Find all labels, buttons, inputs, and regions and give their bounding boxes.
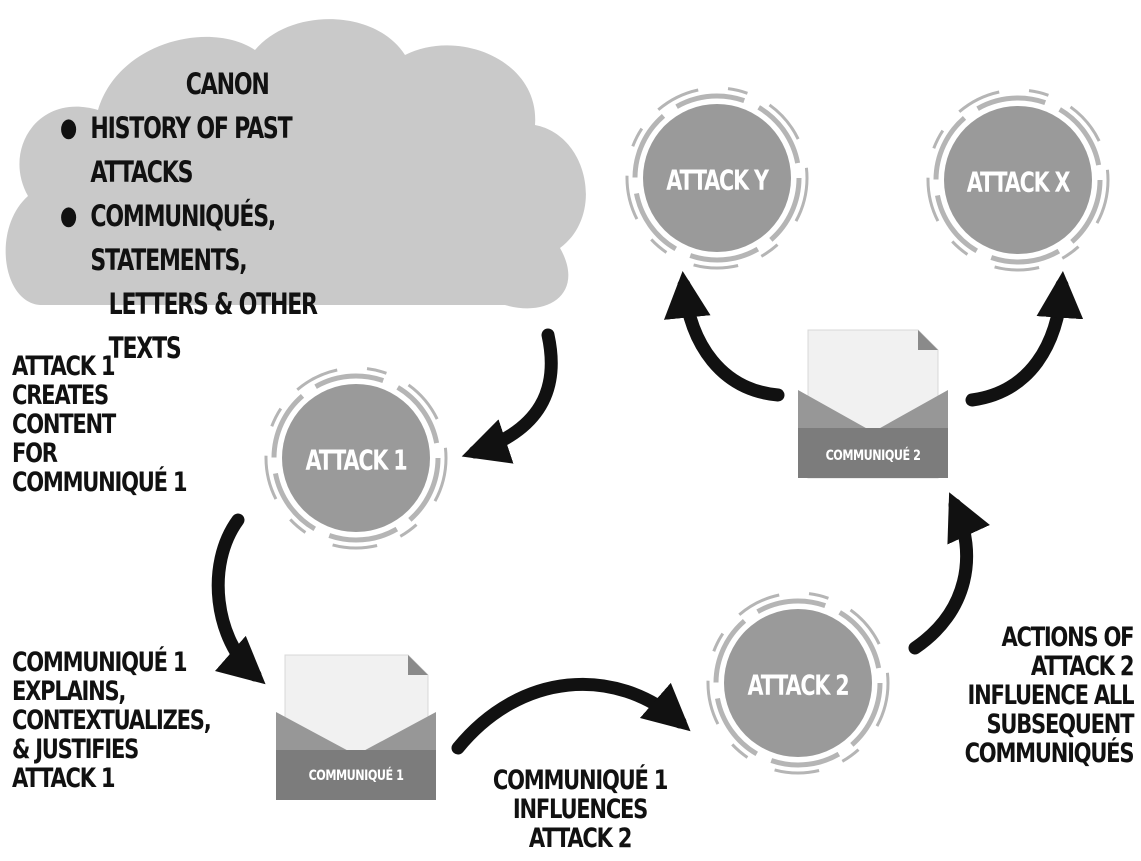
- annotation-communique-1-explains: COMMUNIQUÉ 1 EXPLAINS, CONTEXTUALIZES, &…: [12, 647, 212, 794]
- arrow-communique-2-to-attack-y: [663, 271, 785, 402]
- canon-item-1: ● HISTORY OF PAST ATTACKS: [60, 106, 379, 194]
- arrow-attack-2-to-communique-2: [908, 492, 990, 655]
- attack-2-label: ATTACK 2: [747, 668, 849, 702]
- attack-2-ring: [706, 591, 890, 775]
- canon-title: CANON: [185, 67, 270, 101]
- attack-x-ring: [926, 88, 1110, 272]
- annotation-line: EXPLAINS,: [12, 676, 126, 707]
- annotation-line: COMMUNIQUÉ 1: [12, 647, 187, 678]
- communique-2-label: COMMUNIQUÉ 2: [825, 448, 921, 464]
- annotation-line: ATTACK 2: [528, 823, 633, 854]
- canon-item-2-continued: LETTERS & OTHER TEXTS: [108, 287, 318, 365]
- attack-1-ring: [264, 366, 448, 550]
- canon-item-2: ● COMMUNIQUÉS, STATEMENTS,: [60, 194, 379, 282]
- annotation-attack-1-creates: ATTACK 1 CREATES CONTENT FOR COMMUNIQUÉ …: [12, 351, 187, 498]
- canon-item-2-text: COMMUNIQUÉS, STATEMENTS,: [90, 199, 276, 277]
- communique-1-label: COMMUNIQUÉ 1: [308, 768, 404, 784]
- annotation-line: SUBSEQUENT: [986, 709, 1134, 740]
- annotation-line: ATTACK 2: [1030, 651, 1135, 682]
- attack-y-label: ATTACK Y: [666, 163, 769, 197]
- annotation-communique-1-influences: COMMUNIQUÉ 1 INFLUENCES ATTACK 2: [486, 766, 673, 853]
- annotation-line: INFLUENCE ALL: [967, 680, 1134, 711]
- arrow-communique-1-to-attack-2: [451, 677, 691, 755]
- attack-1-node: [282, 384, 430, 532]
- annotation-actions-of-attack-2: ACTIONS OF ATTACK 2 INFLUENCE ALL SUBSEQ…: [964, 622, 1135, 769]
- attack-2-node: [724, 609, 872, 757]
- annotation-line: INFLUENCES: [512, 794, 648, 825]
- annotation-line: ATTACK 1: [12, 763, 116, 794]
- annotation-line: & JUSTIFIES: [12, 734, 139, 765]
- annotation-line: ATTACK 1: [12, 351, 116, 382]
- arrow-communique-2-to-attack-x: [965, 270, 1084, 407]
- arrow-attack-1-to-communique-1: [211, 513, 266, 685]
- annotation-line: CONTENT: [12, 409, 116, 440]
- attack-x-node: [944, 106, 1092, 254]
- bullet-icon: ●: [60, 201, 77, 231]
- annotation-line: CONTEXTUALIZES,: [12, 705, 212, 736]
- annotation-line: ACTIONS OF: [1001, 622, 1134, 653]
- attack-x-label: ATTACK X: [966, 165, 1071, 199]
- communique-1-envelope: [276, 654, 436, 800]
- attack-y-node: [643, 104, 791, 252]
- bullet-icon: ●: [60, 113, 77, 143]
- annotation-line: FOR: [12, 438, 58, 469]
- annotation-line: COMMUNIQUÉS: [964, 738, 1134, 769]
- communique-2-envelope: [798, 329, 948, 479]
- canon-text: CANON ● HISTORY OF PAST ATTACKS ● COMMUN…: [60, 62, 379, 370]
- attack-1-label: ATTACK 1: [305, 443, 407, 477]
- annotation-line: CREATES: [12, 380, 109, 411]
- canon-item-1-text: HISTORY OF PAST ATTACKS: [90, 111, 292, 189]
- annotation-line: COMMUNIQUÉ 1: [492, 765, 668, 796]
- canon-cloud: [5, 19, 586, 309]
- attack-y-ring: [625, 86, 809, 270]
- arrow-canon-to-attack-1: [461, 328, 558, 464]
- annotation-line: COMMUNIQUÉ 1: [12, 467, 187, 498]
